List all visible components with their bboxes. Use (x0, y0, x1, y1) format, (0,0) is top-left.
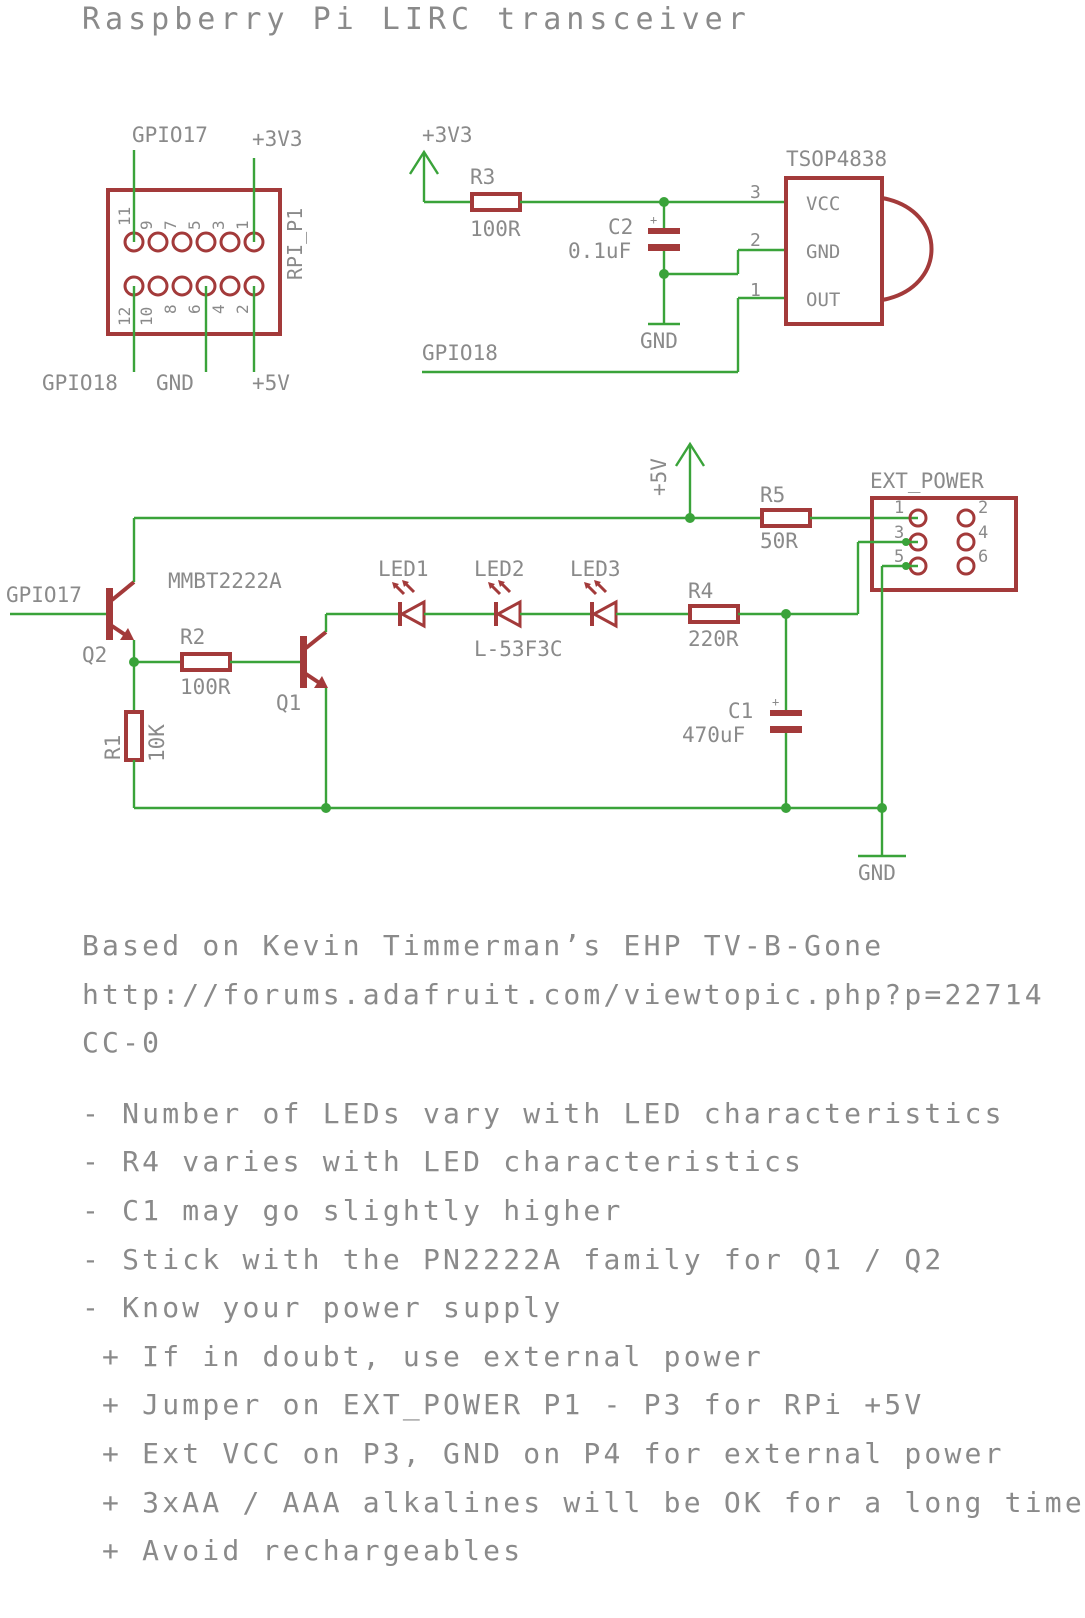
ic-pin-name: GND (806, 241, 840, 263)
note-line: + Ext VCC on P3, GND on P4 for external … (82, 1436, 1005, 1470)
header-pin-label: 4 (209, 304, 228, 314)
header-pin-label: 12 (115, 307, 134, 326)
supply-3v3-label: +3V3 (422, 123, 473, 147)
led-2 (488, 580, 522, 629)
note-line: - Know your power supply (82, 1291, 564, 1325)
ic-name: TSOP4838 (786, 147, 887, 171)
ic-tsop4838 (784, 176, 934, 326)
net-label-5v: +5V (252, 371, 290, 395)
led-1 (392, 580, 426, 629)
resistor-r4 (688, 604, 740, 624)
header-name: RPI_P1 (283, 208, 307, 280)
r1-name: R1 (101, 735, 125, 760)
svg-text:+: + (650, 213, 657, 227)
capacitor-c2: + (648, 202, 680, 324)
led-type-label: L-53F3C (474, 637, 563, 661)
transistor-q2 (106, 580, 136, 640)
capacitor-c1: + (770, 695, 802, 733)
r5-value: 50R (760, 529, 798, 553)
c1-value: 470uF (682, 723, 745, 747)
led1-name: LED1 (378, 557, 429, 581)
transistor-q1 (300, 630, 328, 688)
net-label-gpio17: GPIO17 (132, 123, 208, 147)
r2-name: R2 (180, 625, 205, 649)
header-pin-label: 7 (161, 220, 180, 230)
r3-name: R3 (470, 165, 495, 189)
note-line: + Jumper on EXT_POWER P1 - P3 for RPi +5… (82, 1388, 925, 1422)
note-line: CC-0 (82, 1026, 163, 1060)
ext-power-connector (870, 496, 1018, 592)
r5-name: R5 (760, 483, 785, 507)
ic-pin-name: VCC (806, 193, 840, 215)
rpi-header: 11 9 7 5 3 1 12 10 8 6 4 2 RPI_P1 GPIO17… (42, 123, 307, 395)
svg-text:+: + (772, 695, 779, 709)
ir-transmitter-circuit: +5V R5 50R EXT_POWER 1 2 3 4 5 6 (6, 441, 1018, 885)
ic-pin-number: 2 (750, 230, 761, 251)
note-line: + Avoid rechargeables (82, 1534, 524, 1568)
receiver-gnd-label: GND (640, 329, 678, 353)
receiver-gpio18-label: GPIO18 (422, 341, 498, 365)
led2-name: LED2 (474, 557, 525, 581)
net-label-gpio18: GPIO18 (42, 371, 118, 395)
header-pin-label: 1 (233, 220, 252, 230)
note-line: - R4 varies with LED characteristics (82, 1145, 805, 1179)
transistor-type-label: MMBT2222A (168, 569, 282, 593)
note-line: http://forums.adafruit.com/viewtopic.php… (82, 977, 1045, 1011)
ext-pin-label: 2 (978, 498, 988, 518)
resistor-r5 (760, 508, 812, 528)
r4-name: R4 (688, 579, 713, 603)
led3-name: LED3 (570, 557, 621, 581)
q1-name: Q1 (276, 691, 301, 715)
note-line: - Stick with the PN2222A family for Q1 /… (82, 1242, 945, 1276)
note-spacer (82, 1068, 1085, 1090)
note-line: - C1 may go slightly higher (82, 1193, 624, 1227)
r4-value: 220R (688, 627, 739, 651)
led-3 (584, 580, 618, 629)
supply-5v-label: +5V (647, 458, 671, 496)
net-label-gnd: GND (156, 371, 194, 395)
resistor-r1 (124, 710, 144, 762)
ic-pin-name: OUT (806, 289, 840, 311)
ir-receiver-circuit: +3V3 R3 100R + C2 0.1uF GND GPIO18 (408, 123, 934, 374)
ext-pin-label: 6 (978, 547, 988, 567)
ext-pin-label: 4 (978, 523, 988, 543)
header-pin-label: 11 (115, 207, 134, 226)
r3-value: 100R (470, 217, 521, 241)
ext-pin-label: 3 (894, 523, 904, 543)
header-top-pads (123, 231, 265, 253)
ic-pin-number: 1 (750, 280, 761, 301)
note-line: + If in doubt, use external power (82, 1339, 764, 1373)
ic-pin-number: 3 (750, 182, 761, 203)
ext-pin-label: 5 (894, 547, 904, 567)
schematic-diagram: 11 9 7 5 3 1 12 10 8 6 4 2 RPI_P1 GPIO17… (6, 123, 1018, 885)
c2-value: 0.1uF (568, 239, 631, 263)
tx-gnd-label: GND (858, 861, 896, 885)
header-pin-label: 5 (185, 220, 204, 230)
header-pin-label: 8 (161, 304, 180, 314)
schematic-title: Raspberry Pi LIRC transceiver (82, 2, 751, 37)
c1-name: C1 (728, 699, 753, 723)
notes-list: Based on Kevin Timmerman’s EHP TV-B-Gone… (82, 922, 1085, 1576)
tx-gpio17-label: GPIO17 (6, 583, 82, 607)
header-pin-label: 10 (137, 307, 156, 326)
note-line: - Number of LEDs vary with LED character… (82, 1096, 1005, 1130)
r1-value: 10K (145, 724, 169, 762)
ext-power-name: EXT_POWER (870, 469, 984, 493)
note-line: Based on Kevin Timmerman’s EHP TV-B-Gone (82, 929, 885, 962)
resistor-r3 (470, 192, 522, 212)
header-pin-label: 6 (185, 304, 204, 314)
r2-value: 100R (180, 675, 231, 699)
ext-pin-label: 1 (894, 498, 904, 518)
header-pin-label: 9 (137, 220, 156, 230)
header-pin-label: 3 (209, 220, 228, 230)
net-label-3v3: +3V3 (252, 127, 303, 151)
q2-name: Q2 (82, 643, 107, 667)
note-line: + 3xAA / AAA alkalines will be OK for a … (82, 1485, 1085, 1519)
resistor-r2 (180, 652, 232, 672)
header-pin-label: 2 (233, 304, 252, 314)
header-bottom-pads (123, 275, 265, 297)
c2-name: C2 (608, 215, 633, 239)
